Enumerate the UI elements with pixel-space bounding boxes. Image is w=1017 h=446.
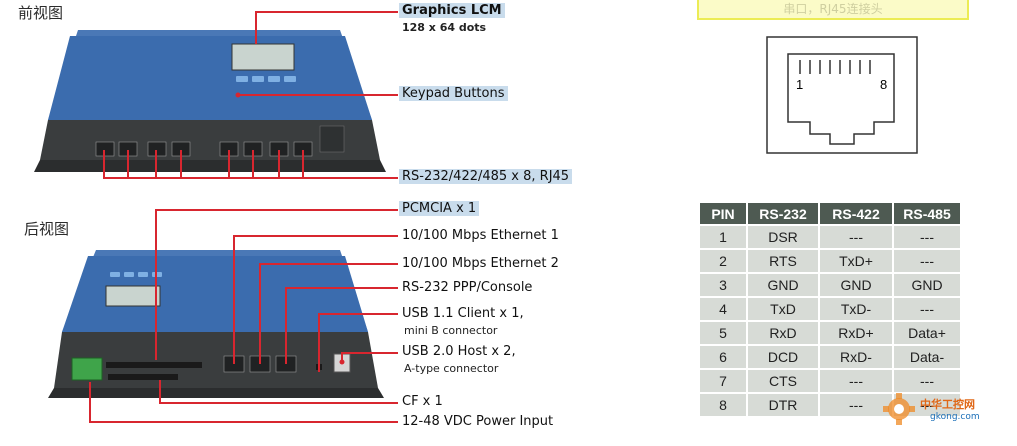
table-cell: 1	[700, 226, 746, 248]
table-cell: TxD	[748, 298, 818, 320]
table-cell: GND	[748, 274, 818, 296]
table-cell: ---	[894, 226, 960, 248]
table-cell: 7	[700, 370, 746, 392]
rs485-header: RS-485	[894, 203, 960, 224]
table-cell: 8	[700, 394, 746, 416]
callout-eth2: 10/100 Mbps Ethernet 2	[402, 256, 559, 271]
rear-device	[48, 250, 384, 398]
front-rj45-ports	[95, 141, 313, 157]
table-cell: ---	[820, 394, 892, 416]
table-cell: DTR	[748, 394, 818, 416]
rj45-connector-diagram	[766, 36, 918, 154]
rear-lcm-screen	[105, 285, 161, 307]
front-keypad	[236, 76, 296, 82]
table-cell: TxD-	[820, 298, 892, 320]
callout-keypad: Keypad Buttons	[399, 86, 508, 101]
table-cell: 6	[700, 346, 746, 368]
table-cell: CTS	[748, 370, 818, 392]
table-cell: TxD+	[820, 250, 892, 272]
front-view-title: 前视图	[18, 4, 64, 22]
callout-pcmcia: PCMCIA x 1	[399, 201, 480, 216]
callout-cf: CF x 1	[402, 394, 443, 409]
table-cell: ---	[894, 298, 960, 320]
callout-graphics-lcm-sub: 128 x 64 dots	[402, 21, 487, 34]
gear-logo-icon	[883, 393, 915, 425]
callout-rs-ports: RS-232/422/485 x 8, RJ45	[399, 169, 573, 184]
rear-view-title: 后视图	[24, 220, 70, 238]
table-cell: RxD+	[820, 322, 892, 344]
rear-callout-lines	[89, 209, 398, 423]
front-callout-lines	[103, 11, 398, 179]
rj45-pin-right: 8	[880, 77, 888, 92]
table-cell: Data+	[894, 322, 960, 344]
table-cell: ---	[820, 226, 892, 248]
callout-graphics-lcm: Graphics LCM	[399, 3, 505, 18]
callout-usb-host: USB 2.0 Host x 2,	[402, 344, 516, 359]
callout-usb-host-sub: A-type connector	[404, 362, 499, 375]
table-cell: RTS	[748, 250, 818, 272]
table-cell: 3	[700, 274, 746, 296]
watermark-url: gkong.com	[930, 412, 980, 422]
rs232-header: RS-232	[748, 203, 818, 224]
table-cell: GND	[820, 274, 892, 296]
table-cell: RxD-	[820, 346, 892, 368]
rj45-banner: 串口，RJ45连接头	[697, 0, 969, 20]
front-device	[34, 30, 386, 172]
device-diagram	[34, 11, 398, 423]
callout-power: 12-48 VDC Power Input	[402, 414, 554, 429]
rs422-header: RS-422	[820, 203, 892, 224]
table-cell: RxD	[748, 322, 818, 344]
rj45-pin-left: 1	[796, 77, 804, 92]
rear-power-terminal	[71, 357, 103, 381]
table-cell: ---	[894, 370, 960, 392]
callout-usb-client: USB 1.1 Client x 1,	[402, 306, 524, 321]
table-cell: DCD	[748, 346, 818, 368]
callout-console: RS-232 PPP/Console	[402, 280, 533, 295]
table-cell: DSR	[748, 226, 818, 248]
table-cell: 5	[700, 322, 746, 344]
pin-header: PIN	[700, 203, 746, 224]
front-lcm-screen	[231, 43, 295, 71]
table-cell: 4	[700, 298, 746, 320]
table-cell: GND	[894, 274, 960, 296]
watermark-text: 中华工控网	[920, 398, 975, 411]
table-cell: ---	[894, 250, 960, 272]
table-cell: 2	[700, 250, 746, 272]
callout-eth1: 10/100 Mbps Ethernet 1	[402, 228, 559, 243]
table-cell: ---	[820, 370, 892, 392]
table-cell: Data-	[894, 346, 960, 368]
callout-usb-client-sub: mini B connector	[404, 324, 498, 337]
